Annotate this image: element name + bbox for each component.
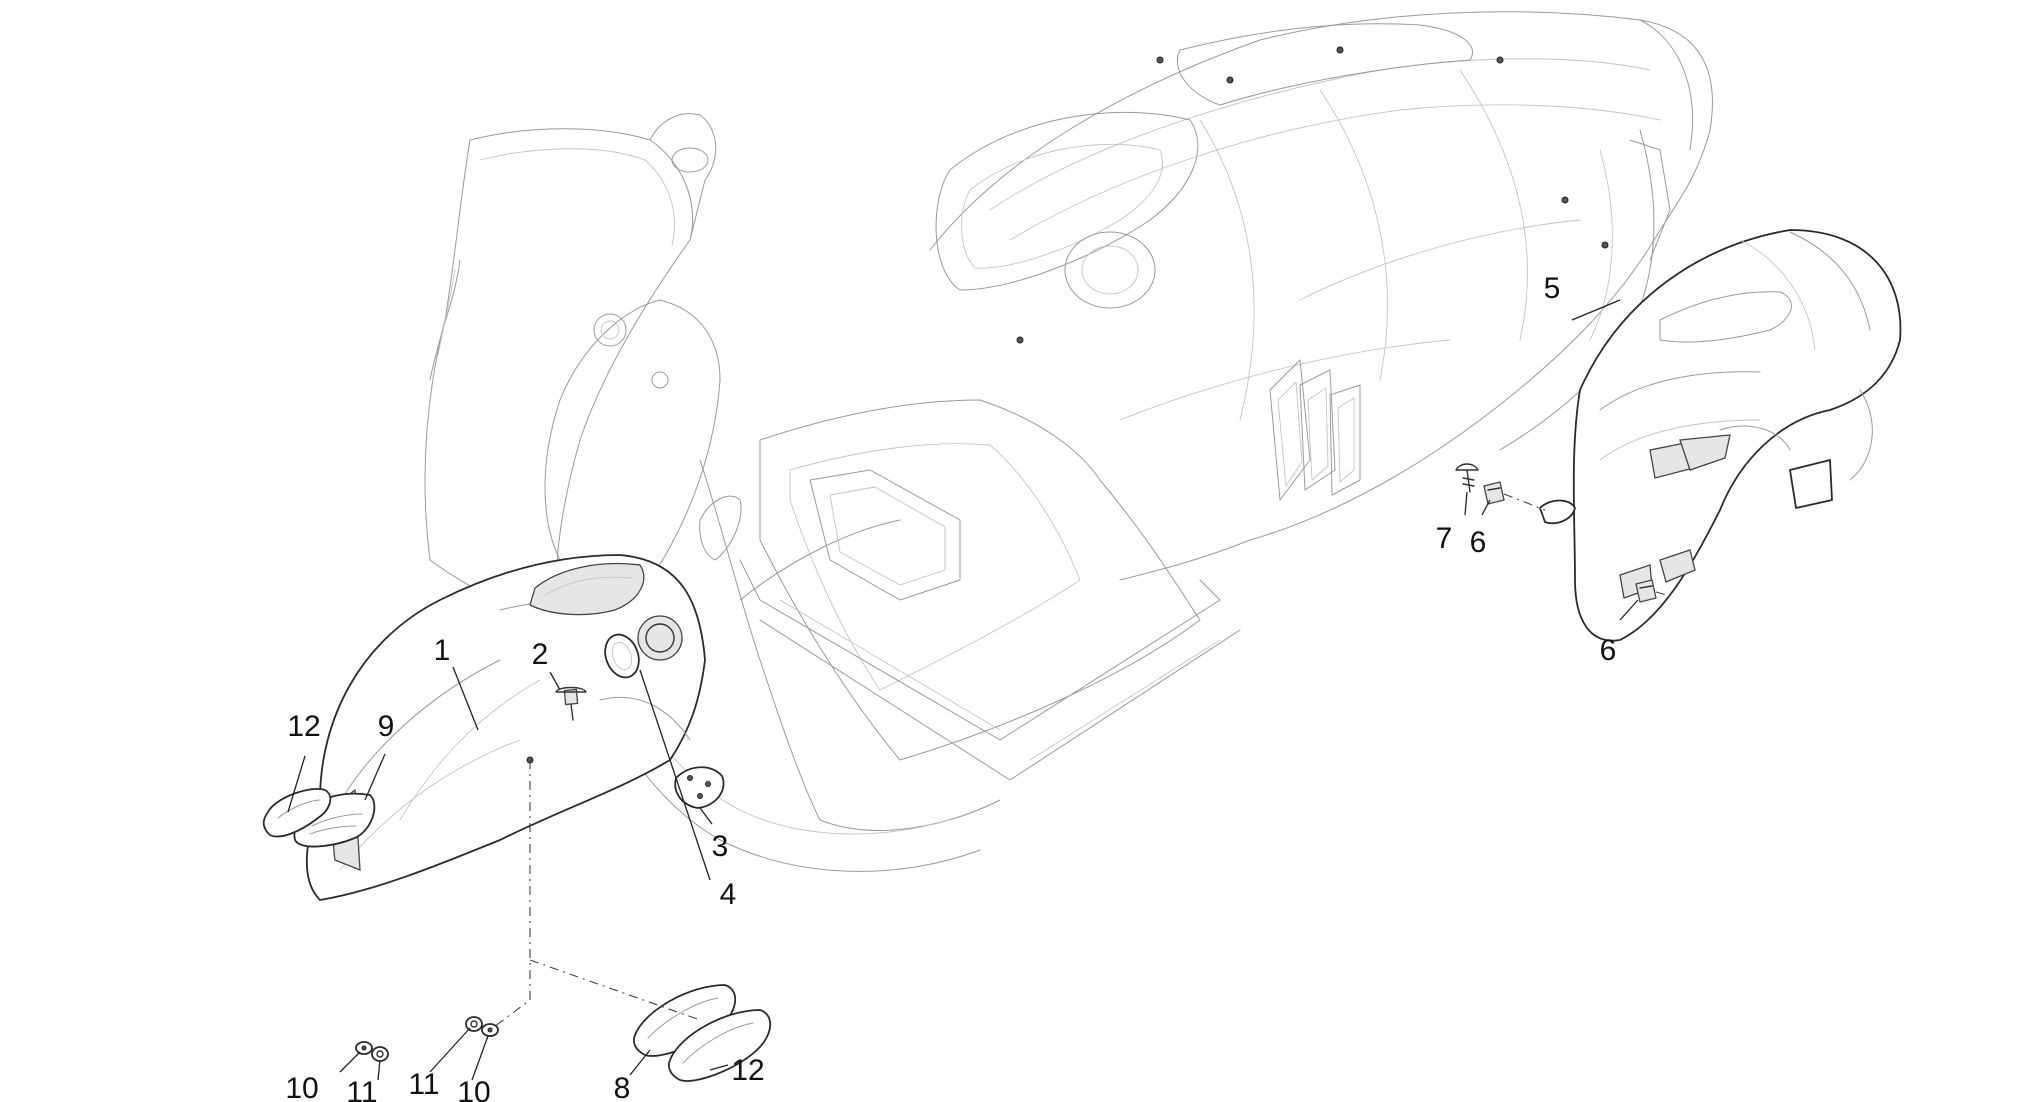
callout-5: 5 [1544, 272, 1561, 305]
callout-12-left: 12 [287, 710, 320, 743]
scooter-frame-body [424, 11, 1713, 872]
part-11-washer-right [465, 1016, 483, 1032]
callout-numbers: 1 2 3 4 5 7 6 6 9 12 10 11 11 10 8 12 [285, 272, 1616, 1102]
callout-10-left: 10 [285, 1072, 318, 1102]
callout-1: 1 [434, 634, 451, 667]
assembly-line-rear-1 [1503, 493, 1546, 511]
assembly-line-front-1 [489, 760, 531, 1031]
callout-4: 4 [720, 878, 737, 911]
callout-7: 7 [1436, 522, 1453, 555]
callout-12-right: 12 [731, 1054, 764, 1087]
callout-11-left: 11 [346, 1076, 377, 1102]
part-7-screw [1455, 463, 1479, 493]
part-11-washer-left [371, 1046, 389, 1062]
part-12-gasket-left [262, 788, 332, 838]
front-leg-shield [424, 113, 721, 641]
part-2-screw [555, 686, 587, 721]
leader-lines [287, 299, 1639, 1081]
part-12-gasket-right [667, 1009, 772, 1082]
callout-3: 3 [712, 830, 729, 863]
side-vents [1269, 359, 1361, 501]
callout-9: 9 [378, 710, 395, 743]
callout-10-right: 10 [457, 1076, 490, 1102]
callout-8: 8 [614, 1072, 631, 1102]
callout-11-right: 11 [408, 1068, 439, 1101]
part-4-horn-cover [604, 633, 640, 679]
callout-6-upper: 6 [1470, 526, 1487, 559]
callout-6-lower: 6 [1600, 634, 1617, 667]
part-6-clip-nut-lower [1635, 579, 1657, 603]
assembly-line-rear-2 [1655, 591, 1671, 597]
part-10-nut-right [481, 1023, 499, 1037]
part-10-nut-left [355, 1041, 373, 1055]
assembly-line-front-2 [529, 959, 701, 1021]
callout-2: 2 [532, 638, 549, 671]
part-1-front-fender [305, 554, 706, 901]
part-5-rear-mudguard [1539, 229, 1902, 642]
part-6-clip-nut-upper [1483, 481, 1505, 505]
part-3-grommet [674, 766, 725, 809]
